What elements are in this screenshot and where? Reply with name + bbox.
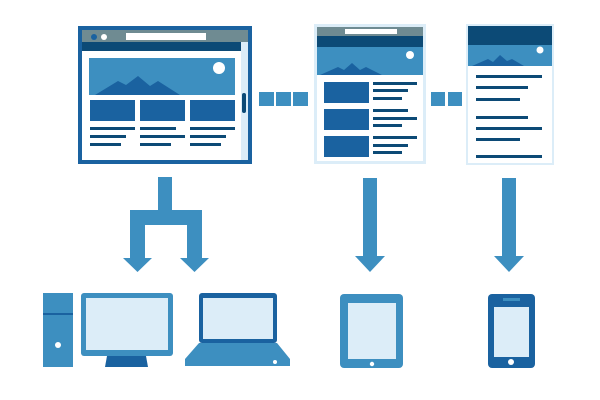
window-dot-icon xyxy=(101,34,107,40)
sun-icon xyxy=(213,62,225,74)
tablet-layout-mockup xyxy=(314,24,426,164)
mountain-icon xyxy=(95,76,180,95)
scrollbar-thumb xyxy=(242,93,246,113)
desktop-layout-mockup xyxy=(78,26,252,164)
smartphone-icon xyxy=(488,294,535,368)
down-arrow-icon xyxy=(355,178,385,272)
desktop-tower-icon xyxy=(43,293,73,367)
laptop-icon xyxy=(185,293,290,366)
nav-bar xyxy=(82,42,241,51)
down-arrow-icon xyxy=(494,178,524,272)
connector-squares xyxy=(259,92,462,106)
window-dot-icon xyxy=(91,34,97,40)
fork-arrow-icon xyxy=(123,177,209,272)
phone-layout-mockup xyxy=(466,24,554,165)
desktop-monitor-icon xyxy=(81,293,173,367)
address-bar xyxy=(126,33,206,40)
tablet-icon xyxy=(340,294,403,368)
